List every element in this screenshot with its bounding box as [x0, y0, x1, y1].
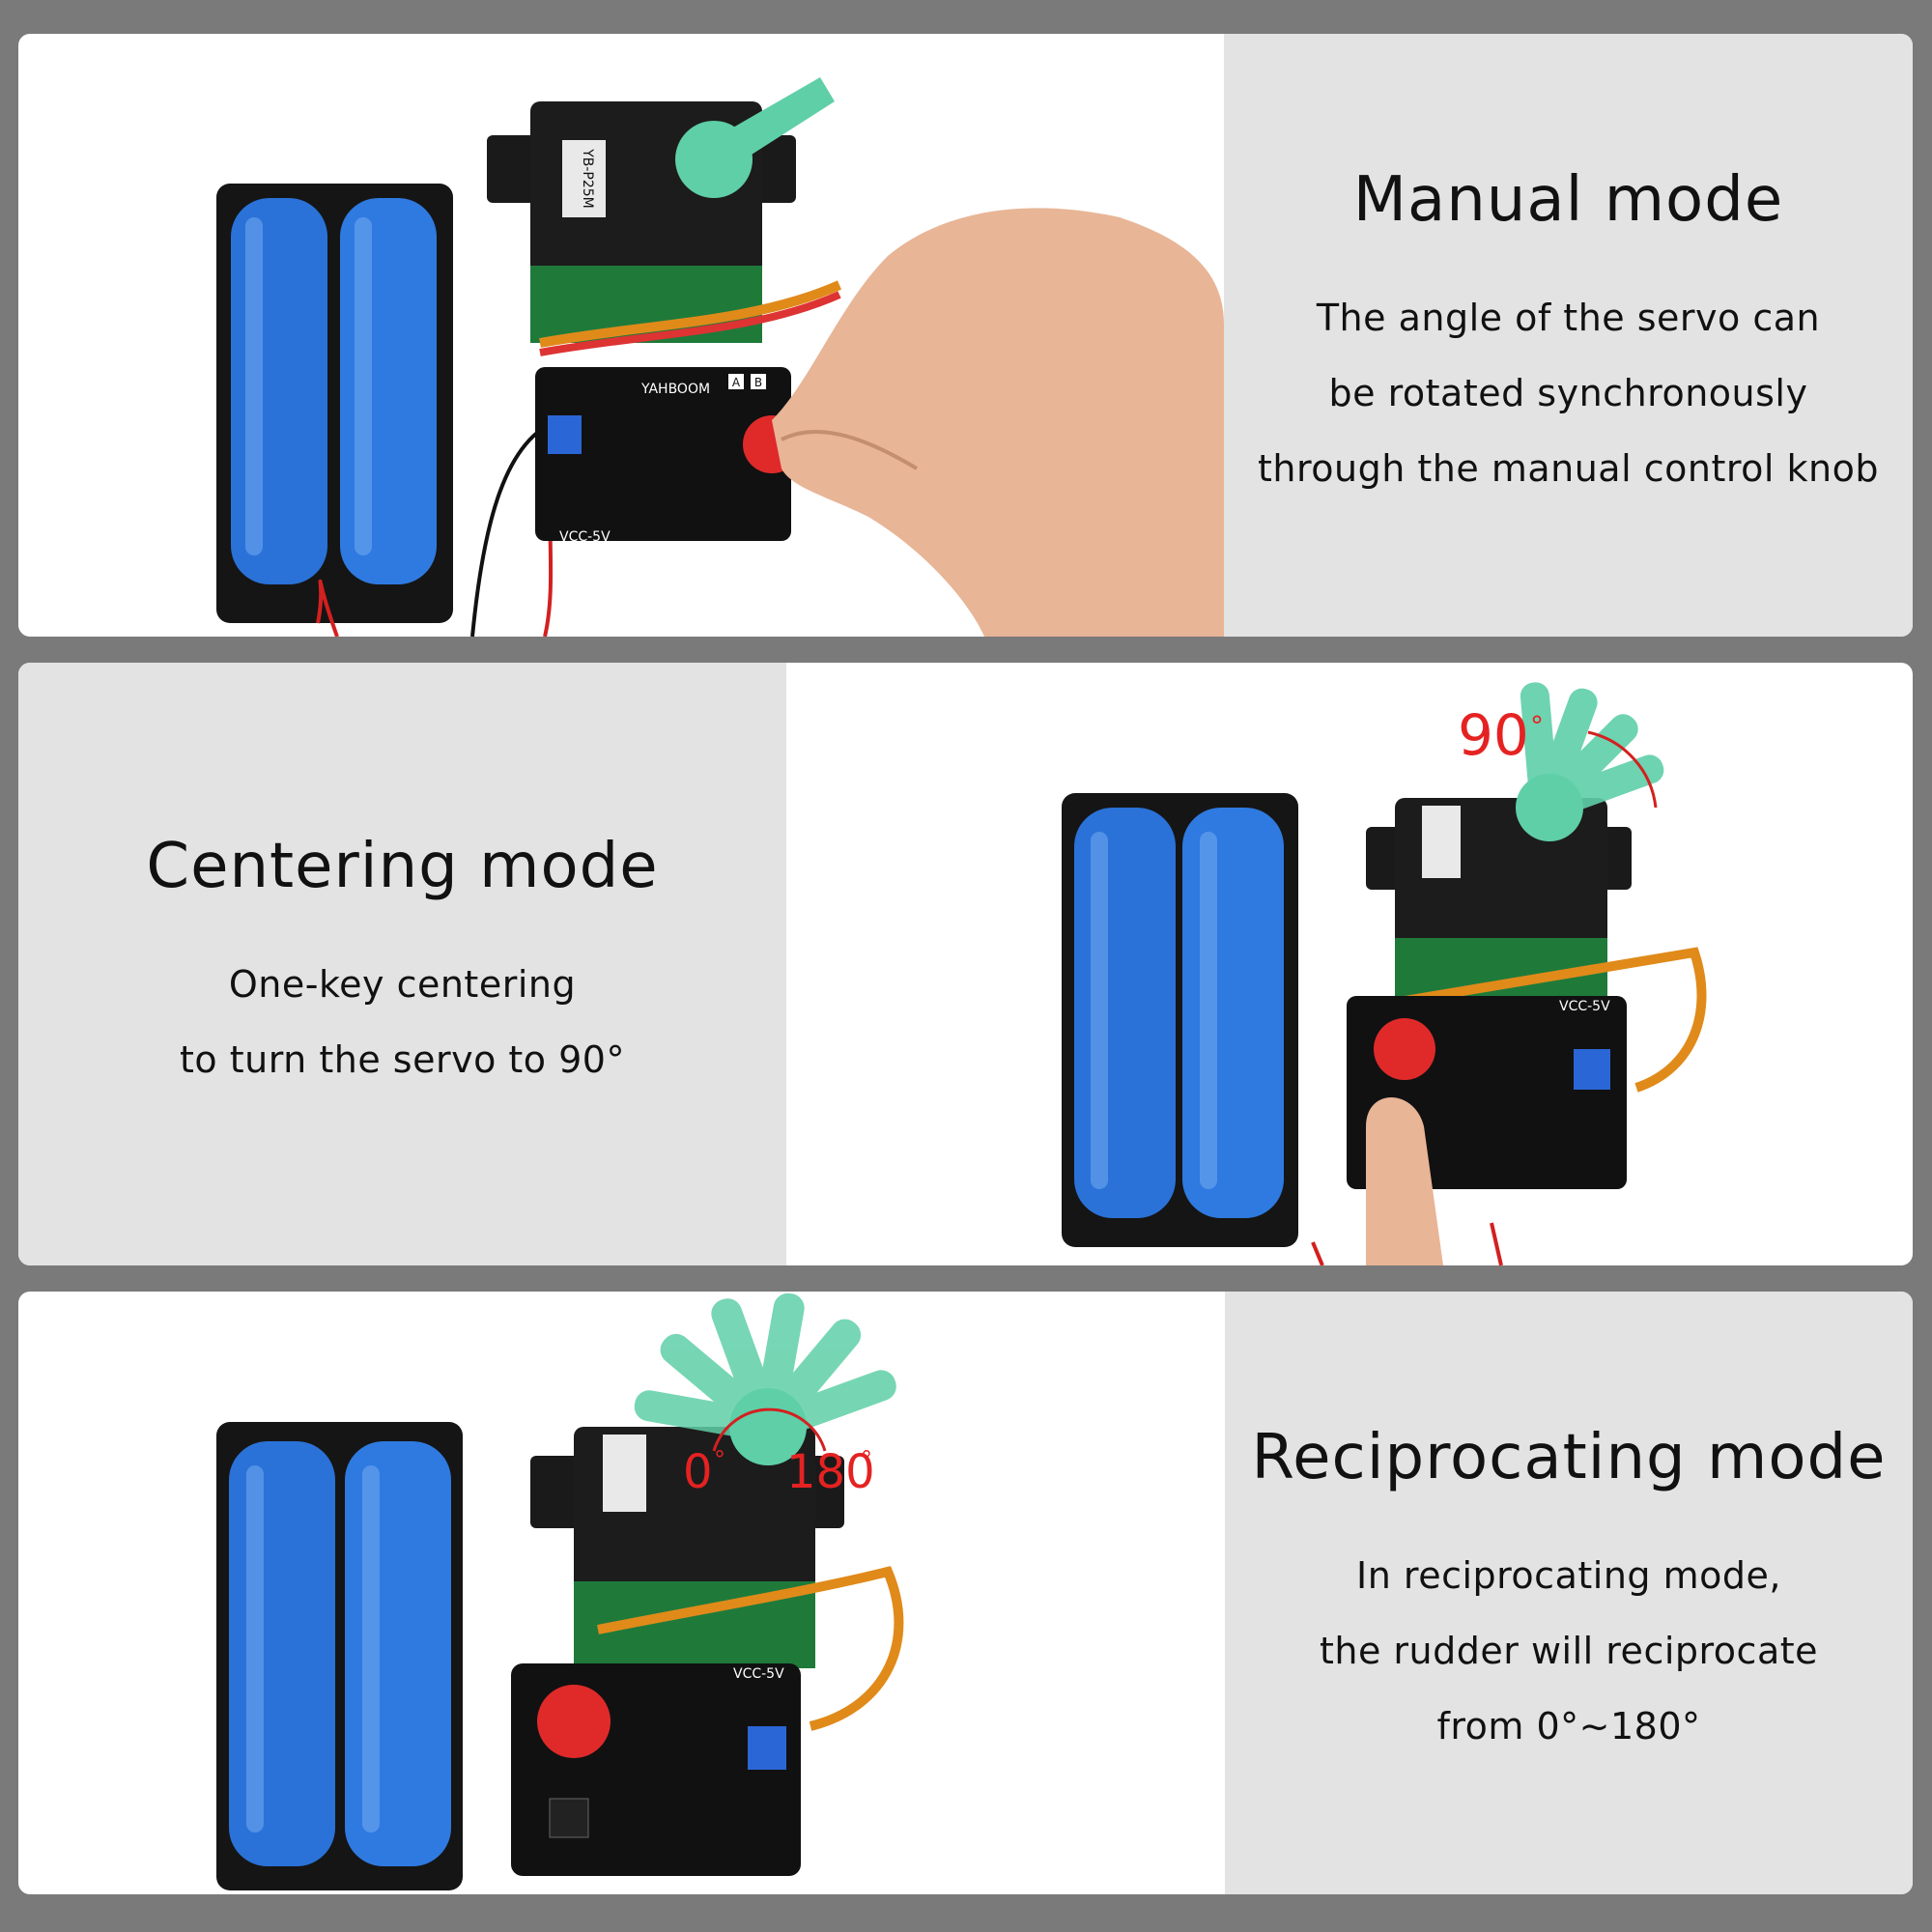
board-brand-label: YAHBOOM [640, 382, 710, 397]
reciprocating-mode-line-3: from 0°~180° [1436, 1705, 1701, 1747]
board-power-label: VCC-5V [559, 529, 611, 545]
manual-mode-illustration: YB-P25M VCC-5V YAHBOOM A B [216, 77, 1224, 637]
reciprocating-mode-title: Reciprocating mode [1251, 1422, 1887, 1493]
centering-knob [1374, 1018, 1435, 1080]
battery-holder [1062, 793, 1298, 1247]
centering-mode-line-1: One-key centering [228, 963, 577, 1006]
manual-mode-title: Manual mode [1352, 164, 1784, 236]
battery-holder [216, 184, 453, 623]
board-power-label: VCC-5V [1559, 999, 1610, 1014]
button-b-label: B [754, 376, 762, 389]
reciprocating-mode-line-1: In reciprocating mode, [1356, 1554, 1781, 1597]
reciprocating-mode-illustration: 0 ° 180 ° VCC-5V [216, 1293, 904, 1890]
centering-degree-symbol: ° [1530, 710, 1544, 742]
centering-mode-line-2: to turn the servo to 90° [180, 1038, 625, 1081]
manual-mode-line-3: through the manual control knob [1258, 447, 1879, 490]
reciprocating-knob [537, 1685, 611, 1758]
reciprocating-end-angle-label: 180 [786, 1445, 875, 1499]
reciprocating-mode-photo: 0 ° 180 ° VCC-5V [18, 1292, 1225, 1894]
centering-mode-photo: 90 ° VCC-5V [786, 663, 1913, 1265]
reciprocating-start-degree-symbol: ° [714, 1446, 725, 1473]
control-board: VCC-5V YAHBOOM A B [535, 367, 801, 545]
reciprocating-mode-description: Reciprocating mode In reciprocating mode… [1225, 1292, 1913, 1894]
manual-mode-photo: YB-P25M VCC-5V YAHBOOM A B [18, 34, 1224, 637]
finger [1366, 1097, 1443, 1265]
button-a-label: A [732, 376, 741, 389]
reciprocating-end-degree-symbol: ° [861, 1446, 872, 1473]
hand [772, 208, 1224, 637]
reciprocating-mode-panel: 0 ° 180 ° VCC-5V Reciprocating mode In r… [18, 1292, 1913, 1894]
battery-holder [216, 1422, 463, 1890]
centering-mode-title: Centering mode [146, 831, 659, 902]
centering-mode-description: Centering mode One-key centering to turn… [18, 663, 786, 1265]
manual-mode-line-1: The angle of the servo can [1316, 297, 1821, 339]
centering-mode-illustration: 90 ° VCC-5V [1062, 682, 1707, 1265]
servo-motor [530, 1293, 896, 1668]
servo-model-label: YB-P25M [580, 148, 595, 209]
manual-mode-line-2: be rotated synchronously [1328, 372, 1808, 414]
centering-angle-label: 90 [1458, 702, 1529, 768]
centering-mode-panel: Centering mode One-key centering to turn… [18, 663, 1913, 1265]
manual-mode-description: Manual mode The angle of the servo can b… [1224, 34, 1913, 637]
reciprocating-start-angle-label: 0 [683, 1445, 713, 1499]
reciprocating-mode-line-2: the rudder will reciprocate [1319, 1630, 1819, 1672]
board-power-label: VCC-5V [733, 1666, 784, 1682]
control-board: VCC-5V [511, 1663, 801, 1876]
manual-mode-panel: YB-P25M VCC-5V YAHBOOM A B [18, 34, 1913, 637]
servo-motor [1366, 682, 1664, 1010]
